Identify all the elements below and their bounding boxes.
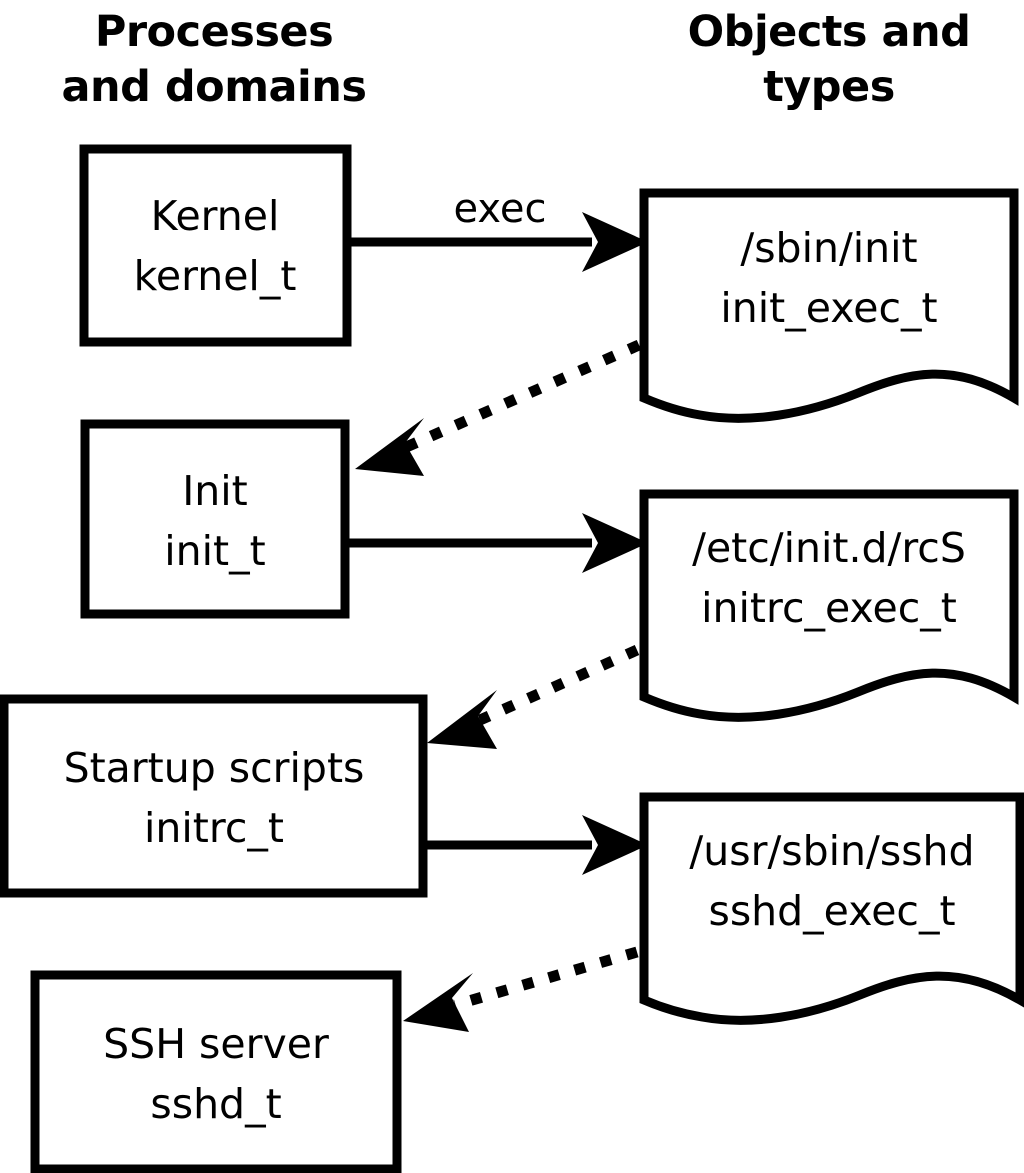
arrow-head-initrc-transition — [427, 690, 497, 749]
node-kernel[interactable]: Kernel kernel_t — [79, 144, 352, 347]
node-sshd-box[interactable] — [30, 970, 402, 1173]
node-init-label: Init — [182, 467, 248, 515]
node-init-exec-document[interactable] — [639, 188, 1019, 423]
node-init-type: init_t — [164, 527, 265, 575]
edge-label-exec: exec — [454, 186, 547, 232]
node-initrc-exec-path: /etc/init.d/rcS — [692, 524, 966, 572]
node-kernel-box[interactable] — [79, 144, 352, 347]
edge-sshd-exec-transition-sshd — [403, 946, 639, 1032]
column-header-processes: Processes and domains — [62, 7, 367, 112]
edge-line-sshd-transition — [453, 946, 639, 1011]
edge-line-init-transition — [401, 339, 642, 454]
column-header-objects-line1: Objects and — [688, 7, 971, 57]
node-kernel-label: Kernel — [151, 192, 280, 240]
node-sshd-exec[interactable]: /usr/sbin/sshd sshd_exec_t — [639, 792, 1024, 1025]
node-initrc-exec-document[interactable] — [639, 489, 1019, 722]
node-initrc[interactable]: Startup scripts initrc_t — [0, 694, 428, 898]
arrow-head-init-exec — [582, 513, 648, 573]
edge-init-exec-transition-init — [355, 339, 642, 476]
node-initrc-label: Startup scripts — [64, 744, 365, 792]
column-header-processes-line1: Processes — [95, 7, 333, 57]
node-init-exec-type: init_exec_t — [720, 284, 937, 332]
node-init[interactable]: Init init_t — [80, 419, 350, 619]
arrow-head-initrc-exec — [582, 815, 648, 875]
node-initrc-exec-type: initrc_exec_t — [701, 584, 957, 632]
edge-initrc-exec-sshd-exec — [427, 815, 648, 875]
node-sshd-exec-document[interactable] — [639, 792, 1024, 1025]
column-header-objects-line2: types — [763, 62, 895, 112]
node-sshd-exec-type: sshd_exec_t — [708, 887, 955, 935]
edge-init-exec-initrc-exec — [348, 513, 648, 573]
node-init-box[interactable] — [80, 419, 350, 619]
arrow-head-init-transition — [355, 418, 424, 476]
node-init-exec[interactable]: /sbin/init init_exec_t — [639, 188, 1019, 423]
column-header-objects: Objects and types — [688, 7, 971, 112]
node-sshd[interactable]: SSH server sshd_t — [30, 970, 402, 1173]
node-init-exec-path: /sbin/init — [740, 224, 917, 272]
node-sshd-exec-path: /usr/sbin/sshd — [689, 827, 974, 875]
edge-line-initrc-transition — [477, 644, 640, 726]
node-initrc-box[interactable] — [0, 694, 428, 898]
edge-kernel-exec-init-exec: exec — [350, 186, 648, 272]
node-kernel-type: kernel_t — [134, 252, 297, 300]
column-header-processes-line2: and domains — [62, 62, 367, 112]
node-sshd-type: sshd_t — [150, 1080, 281, 1128]
node-initrc-exec[interactable]: /etc/init.d/rcS initrc_exec_t — [639, 489, 1019, 722]
edge-initrc-exec-transition-initrc — [427, 644, 640, 749]
arrow-head-sshd-transition — [403, 973, 473, 1032]
node-sshd-label: SSH server — [103, 1020, 329, 1068]
arrow-head-kernel-exec — [582, 212, 648, 272]
node-initrc-type: initrc_t — [144, 804, 284, 852]
